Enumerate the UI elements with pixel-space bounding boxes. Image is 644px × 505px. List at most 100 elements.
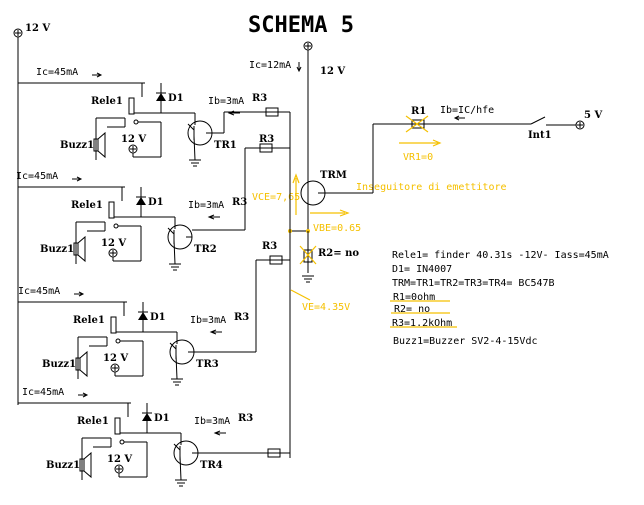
- legend-line: Rele1= finder 40.31s -12V- Iass=45mA: [392, 250, 609, 261]
- stage-supply-label: 12 V: [121, 134, 146, 145]
- r2-label: R2= no: [318, 248, 359, 259]
- r1-resistor-icon: [411, 119, 425, 129]
- buzzer-label: Buzz1: [46, 460, 80, 471]
- transistor-label: TR1: [214, 140, 237, 151]
- wire: [169, 342, 177, 350]
- ib-label: Ib=3mA: [194, 416, 230, 427]
- left-supply-label: 12 V: [25, 23, 50, 34]
- relay-coil-icon: [110, 316, 117, 334]
- relay-stage-2: Ic=45mA Rele1 D1 12 V Buzz1 TR2 Ib=3mA R3: [16, 171, 247, 271]
- legend-line: Buzz1=Buzzer SV2-4-15Vdc: [393, 336, 538, 347]
- r3-label: R3: [262, 241, 277, 252]
- contact-icon: [133, 119, 139, 125]
- r3-label: R3: [252, 93, 267, 104]
- r3-label: R3: [232, 197, 247, 208]
- diode-label: D1: [148, 197, 164, 208]
- diode-label: D1: [168, 93, 184, 104]
- buzzer-icon: [79, 458, 85, 472]
- relay-stage-4: Ic=45mA Rele1 D1 12 V Buzz1 TR4 Ib=3mA R3: [18, 387, 253, 487]
- legend-line: R1=0ohm: [393, 292, 435, 303]
- legend-line: TRM=TR1=TR2=TR3=TR4= BC547B: [392, 278, 555, 289]
- relay-coil-icon: [128, 97, 135, 115]
- plus-terminal-icon: [128, 144, 138, 154]
- r3-label: R3: [259, 134, 274, 145]
- follower-note: Inseguitore di emettitore: [356, 182, 507, 193]
- transistor-label: TR2: [194, 244, 217, 255]
- ib-label: Ib=3mA: [190, 315, 226, 326]
- transistor-label: TR4: [200, 460, 223, 471]
- top-supply-label: 12 V: [320, 66, 345, 77]
- legend-line: R3=1.2kOhm: [392, 318, 452, 329]
- legend-line: D1= IN4007: [392, 264, 452, 275]
- arrow-icon: [78, 291, 85, 297]
- diode-icon: [156, 93, 166, 101]
- schema-title: SCHEMA 5: [248, 13, 354, 38]
- diode-label: D1: [150, 312, 166, 323]
- relay-stage-1: Ic=45mA Rele1 D1 12 V Buzz1 TR1 Ib=3mA R3: [18, 67, 267, 167]
- plus-terminal-icon: [110, 363, 120, 373]
- r3-label: R3: [238, 413, 253, 424]
- legend-line: R2= no: [394, 304, 430, 315]
- arrow-icon: [76, 176, 83, 182]
- component-legend: Rele1= finder 40.31s -12V- Iass=45mA D1=…: [390, 250, 609, 347]
- wire: [193, 135, 196, 161]
- wire: [167, 227, 175, 235]
- ic-label: Ic=45mA: [16, 171, 58, 182]
- stage-supply-label: 12 V: [107, 454, 132, 465]
- buzzer-icon: [93, 138, 99, 152]
- int1-label: Int1: [528, 130, 552, 141]
- wire: [179, 455, 182, 481]
- diode-icon: [138, 312, 148, 320]
- ib-label: Ib=3mA: [188, 200, 224, 211]
- contact-icon: [113, 223, 119, 229]
- relay-coil-icon: [108, 201, 115, 219]
- wire: [187, 123, 195, 131]
- relay-label: Rele1: [71, 200, 103, 211]
- vr1-label: VR1=0: [403, 152, 433, 163]
- relay-label: Rele1: [73, 315, 105, 326]
- wire: [175, 354, 178, 380]
- r3-resistor-icon: [269, 255, 283, 265]
- relay-coil-icon: [114, 417, 121, 435]
- buzzer-label: Buzz1: [42, 359, 76, 370]
- buzzer-label: Buzz1: [40, 244, 74, 255]
- r3-resistor-icon: [259, 143, 273, 153]
- plus-terminal-icon: [575, 120, 585, 130]
- vbe-label: VBE=0.65: [313, 223, 361, 234]
- ic-label: Ic=45mA: [22, 387, 64, 398]
- r3-resistor-icon: [267, 448, 281, 458]
- relay-label: Rele1: [77, 416, 109, 427]
- ic-label: Ic=45mA: [36, 67, 78, 78]
- trm-label: TRM: [320, 170, 347, 181]
- r1-label: R1: [411, 106, 426, 117]
- r2-resistor-icon: [303, 249, 313, 263]
- wire: [173, 443, 181, 451]
- ic-label: Ic=45mA: [18, 286, 60, 297]
- r3-resistor-icon: [265, 107, 279, 117]
- relay-label: Rele1: [91, 96, 123, 107]
- buzzer-icon: [75, 357, 81, 371]
- supply-5v-label: 5 V: [584, 110, 602, 121]
- stage-supply-label: 12 V: [101, 238, 126, 249]
- stage-supply-label: 12 V: [103, 353, 128, 364]
- ib-label: Ib=3mA: [208, 96, 244, 107]
- ib-trm-label: Ib=IC/hfe: [440, 105, 494, 116]
- vce-label: VCE=7,65: [252, 192, 300, 203]
- transistor-label: TR3: [196, 359, 219, 370]
- plus-terminal-icon: [114, 464, 124, 474]
- diode-label: D1: [154, 413, 170, 424]
- arrow-icon: [82, 392, 89, 398]
- plus-terminal-icon: [108, 248, 118, 258]
- trm-ic-label: Ic=12mA: [249, 60, 291, 71]
- contact-icon: [115, 338, 121, 344]
- buzzer-label: Buzz1: [60, 140, 94, 151]
- r3-label: R3: [234, 312, 249, 323]
- int1-switch[interactable]: [530, 116, 546, 125]
- arrow-icon: [96, 72, 103, 78]
- buzzer-icon: [73, 242, 79, 256]
- relay-stage-3: Ic=45mA Rele1 D1 12 V Buzz1 TR3 Ib=3mA R3: [18, 286, 249, 386]
- diode-icon: [142, 413, 152, 421]
- diode-icon: [136, 197, 146, 205]
- contact-icon: [119, 439, 125, 445]
